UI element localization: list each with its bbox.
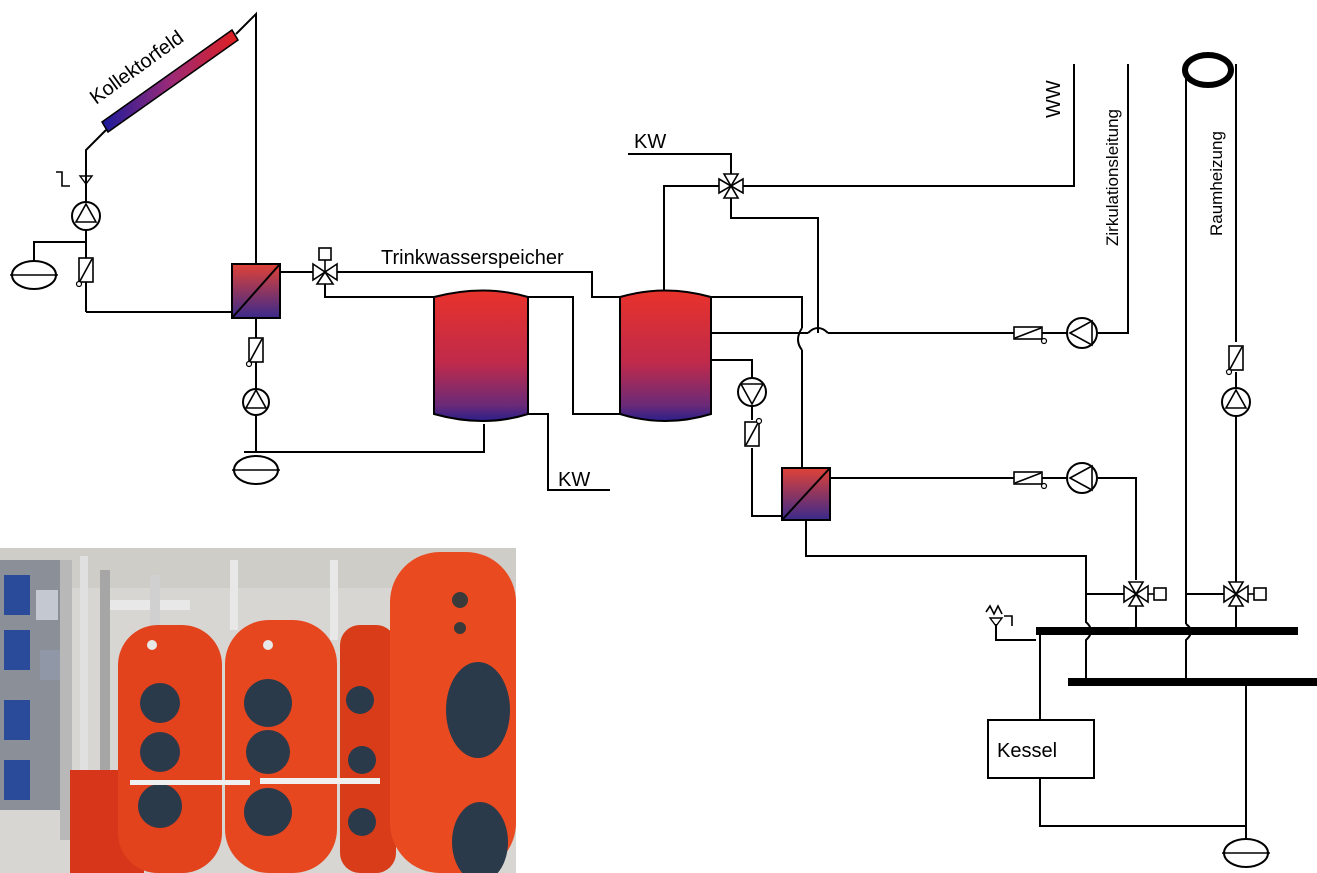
safety-valve-solar xyxy=(56,171,94,187)
solar-pipes xyxy=(33,11,485,453)
mixing-valve-dhw xyxy=(718,173,744,199)
expansion-vessel-solar xyxy=(10,260,58,290)
label-raumheizung: Raumheizung xyxy=(1207,131,1226,236)
pipes-hx-to-tanks xyxy=(280,271,620,491)
solar-collector xyxy=(100,28,240,134)
heat-exchanger-solar xyxy=(231,263,281,319)
check-valve-room xyxy=(1225,345,1244,388)
label-kw-top: KW xyxy=(634,131,666,153)
safety-valve-boiler xyxy=(985,604,1036,641)
room-heating-coil xyxy=(1182,52,1237,624)
label-kessel: Kessel xyxy=(997,740,1057,762)
check-valve-hx1 xyxy=(245,337,264,368)
tank-1 xyxy=(433,289,529,422)
mixing-valve-boiler-loop xyxy=(1086,581,1167,630)
tank-2 xyxy=(619,289,712,422)
pipes-mixing xyxy=(628,64,1129,468)
pump-solar-primary xyxy=(71,201,101,231)
label-zirkulationsleitung: Zirkulationsleitung xyxy=(1103,109,1122,246)
check-valve-boiler-loop xyxy=(1013,471,1068,490)
check-valve-hx2 xyxy=(744,417,763,447)
pump-hx1 xyxy=(242,388,270,416)
pump-hx2 xyxy=(737,377,767,407)
pipes-hx2 xyxy=(711,359,1137,586)
boiler xyxy=(987,631,1246,827)
mixing-valve-room xyxy=(1186,581,1267,630)
label-kw-bottom: KW xyxy=(558,469,590,491)
label-ww: WW xyxy=(1043,80,1065,118)
check-valve-solar xyxy=(75,257,94,288)
check-valve-circulation xyxy=(1013,326,1068,345)
pump-room xyxy=(1221,387,1251,582)
expansion-vessel-hx1 xyxy=(232,455,280,485)
three-way-valve-solar xyxy=(312,247,338,285)
label-trinkwasserspeicher: Trinkwasserspeicher xyxy=(381,247,564,269)
pump-circulation xyxy=(1066,317,1098,349)
pump-boiler-loop xyxy=(1066,462,1098,494)
expansion-vessel-boiler xyxy=(1222,838,1270,868)
heat-exchanger-boiler xyxy=(781,467,831,521)
photo-storage-tanks xyxy=(0,548,516,873)
manifold-crossings xyxy=(1085,586,1247,840)
